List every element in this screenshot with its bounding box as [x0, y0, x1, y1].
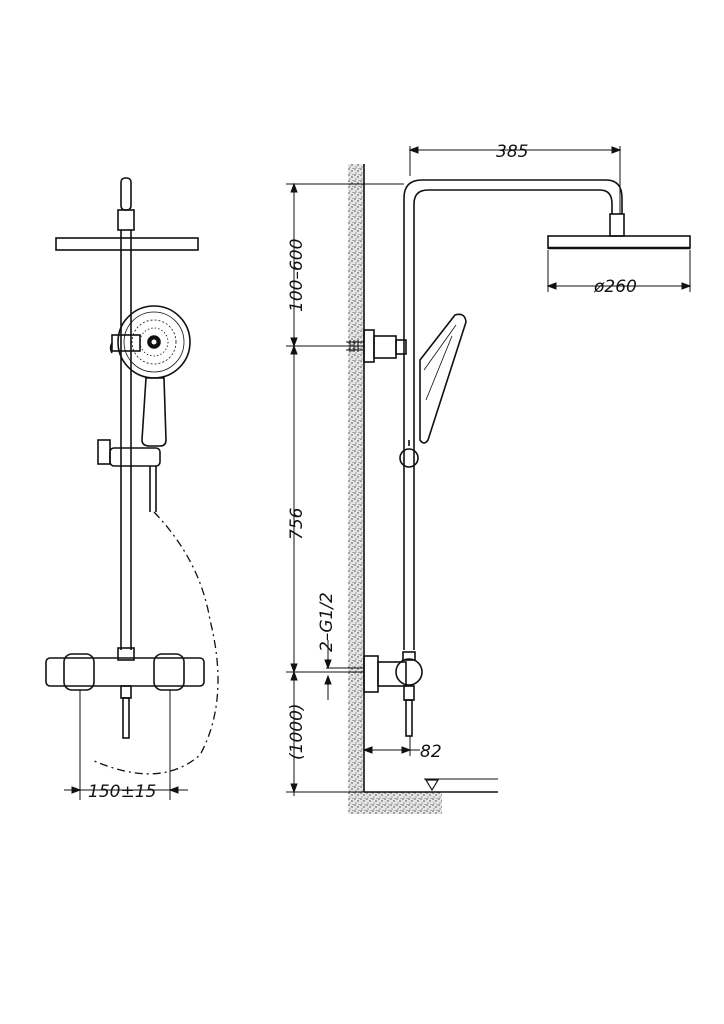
side-head-connector: [609, 213, 625, 237]
mixer-body: [45, 657, 205, 687]
side-slide-knob: [399, 448, 419, 468]
overhead-shower-head: [55, 237, 199, 251]
side-mixer-knob: [395, 658, 423, 686]
mixer-right-knob: [153, 653, 185, 691]
side-view: [322, 179, 691, 737]
wall-offset-label: 82: [420, 742, 442, 762]
side-overhead-head: [547, 235, 691, 249]
floor-level-marker: [424, 779, 440, 792]
arm-reach-label: 385: [496, 142, 528, 162]
hose-dashed: [91, 511, 219, 775]
inlet-spacing-dimension: [64, 690, 188, 800]
inlet-thread-label: 2–G1/2: [317, 592, 337, 652]
slide-holder-knob: [97, 439, 111, 465]
riser-top-tip: [120, 177, 132, 211]
side-hand-shower: [419, 313, 467, 444]
hand-shower-handle: [141, 377, 167, 447]
mixer-top-outlet: [117, 647, 135, 661]
inlet-spacing-label: 150±15: [88, 782, 156, 802]
riser-top-connector: [117, 209, 135, 231]
slide-holder: [109, 447, 161, 467]
head-diameter-label: ø260: [593, 277, 637, 297]
mixer-left-knob: [63, 653, 95, 691]
height-adjust-label: 100–600: [287, 239, 307, 312]
mixer-height-label: (1000): [287, 703, 307, 760]
side-riser-inner: [413, 189, 613, 650]
upper-wall-bracket: [111, 334, 141, 352]
rail-length-label: 756: [287, 507, 307, 540]
side-riser-outer: [403, 179, 623, 650]
wall-section: [348, 164, 364, 792]
front-view: [45, 177, 205, 739]
floor-section: [348, 792, 442, 814]
bracket-curve: [109, 342, 113, 354]
